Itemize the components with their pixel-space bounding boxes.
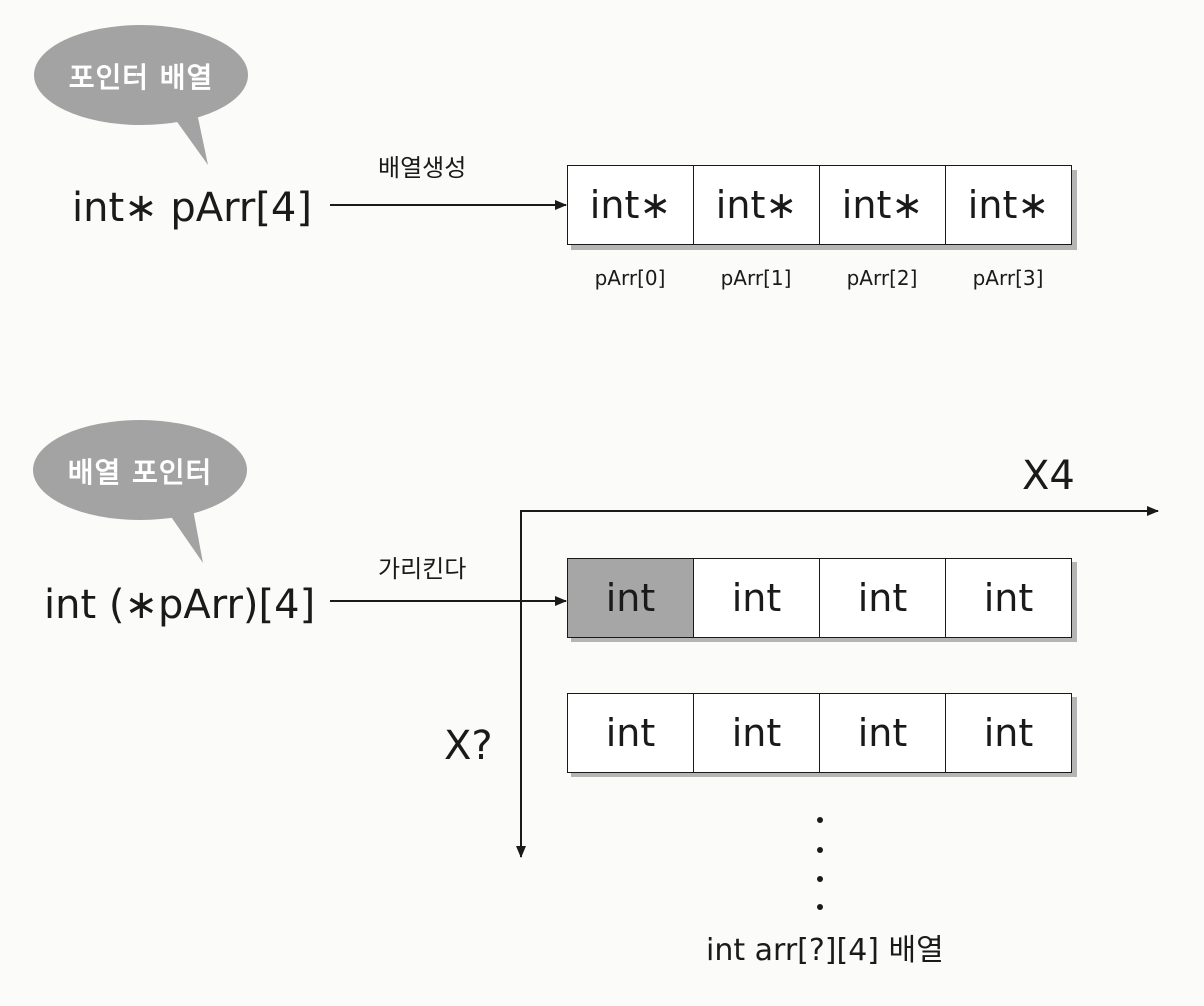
array-cell: int xyxy=(693,693,820,773)
bubble-label-array-pointer: 배열 포인터 xyxy=(67,456,213,489)
pointer-array-cell: int∗ xyxy=(693,165,820,245)
speech-bubble-array-pointer xyxy=(33,420,247,563)
array-cell: int xyxy=(693,558,820,638)
pointer-array-cell: int∗ xyxy=(945,165,1072,245)
index-label: pArr[3] xyxy=(972,266,1044,290)
create-array-label: 배열생성 xyxy=(378,154,467,182)
array-cell-highlighted: int xyxy=(567,558,694,638)
ellipsis-dot xyxy=(817,817,823,823)
array-cell: int xyxy=(945,558,1072,638)
points-to-label: 가리킨다 xyxy=(378,555,467,583)
pointer-array-cell: int∗ xyxy=(567,165,694,245)
pointer-array-cell: int∗ xyxy=(819,165,946,245)
index-label: pArr[1] xyxy=(720,266,792,290)
bubble-label-pointer-array: 포인터 배열 xyxy=(68,61,214,94)
array-cell: int xyxy=(819,693,946,773)
array-cell: int xyxy=(945,693,1072,773)
ellipsis-dot xyxy=(817,904,823,910)
index-label: pArr[0] xyxy=(594,266,666,290)
pointer-array-declaration: int∗ pArr[4] xyxy=(72,185,312,231)
column-axis-arrow xyxy=(520,506,1159,545)
column-count-label: X4 xyxy=(1022,453,1075,499)
row-count-label: X? xyxy=(444,723,493,769)
speech-bubble-pointer-array xyxy=(34,25,248,165)
array-caption: int arr[?][4] 배열 xyxy=(706,933,944,968)
array-cell: int xyxy=(567,693,694,773)
ellipsis-dot xyxy=(817,847,823,853)
ellipsis-dot xyxy=(817,876,823,882)
array-cell: int xyxy=(819,558,946,638)
index-label: pArr[2] xyxy=(846,266,918,290)
array-pointer-declaration: int (∗pArr)[4] xyxy=(44,582,316,628)
